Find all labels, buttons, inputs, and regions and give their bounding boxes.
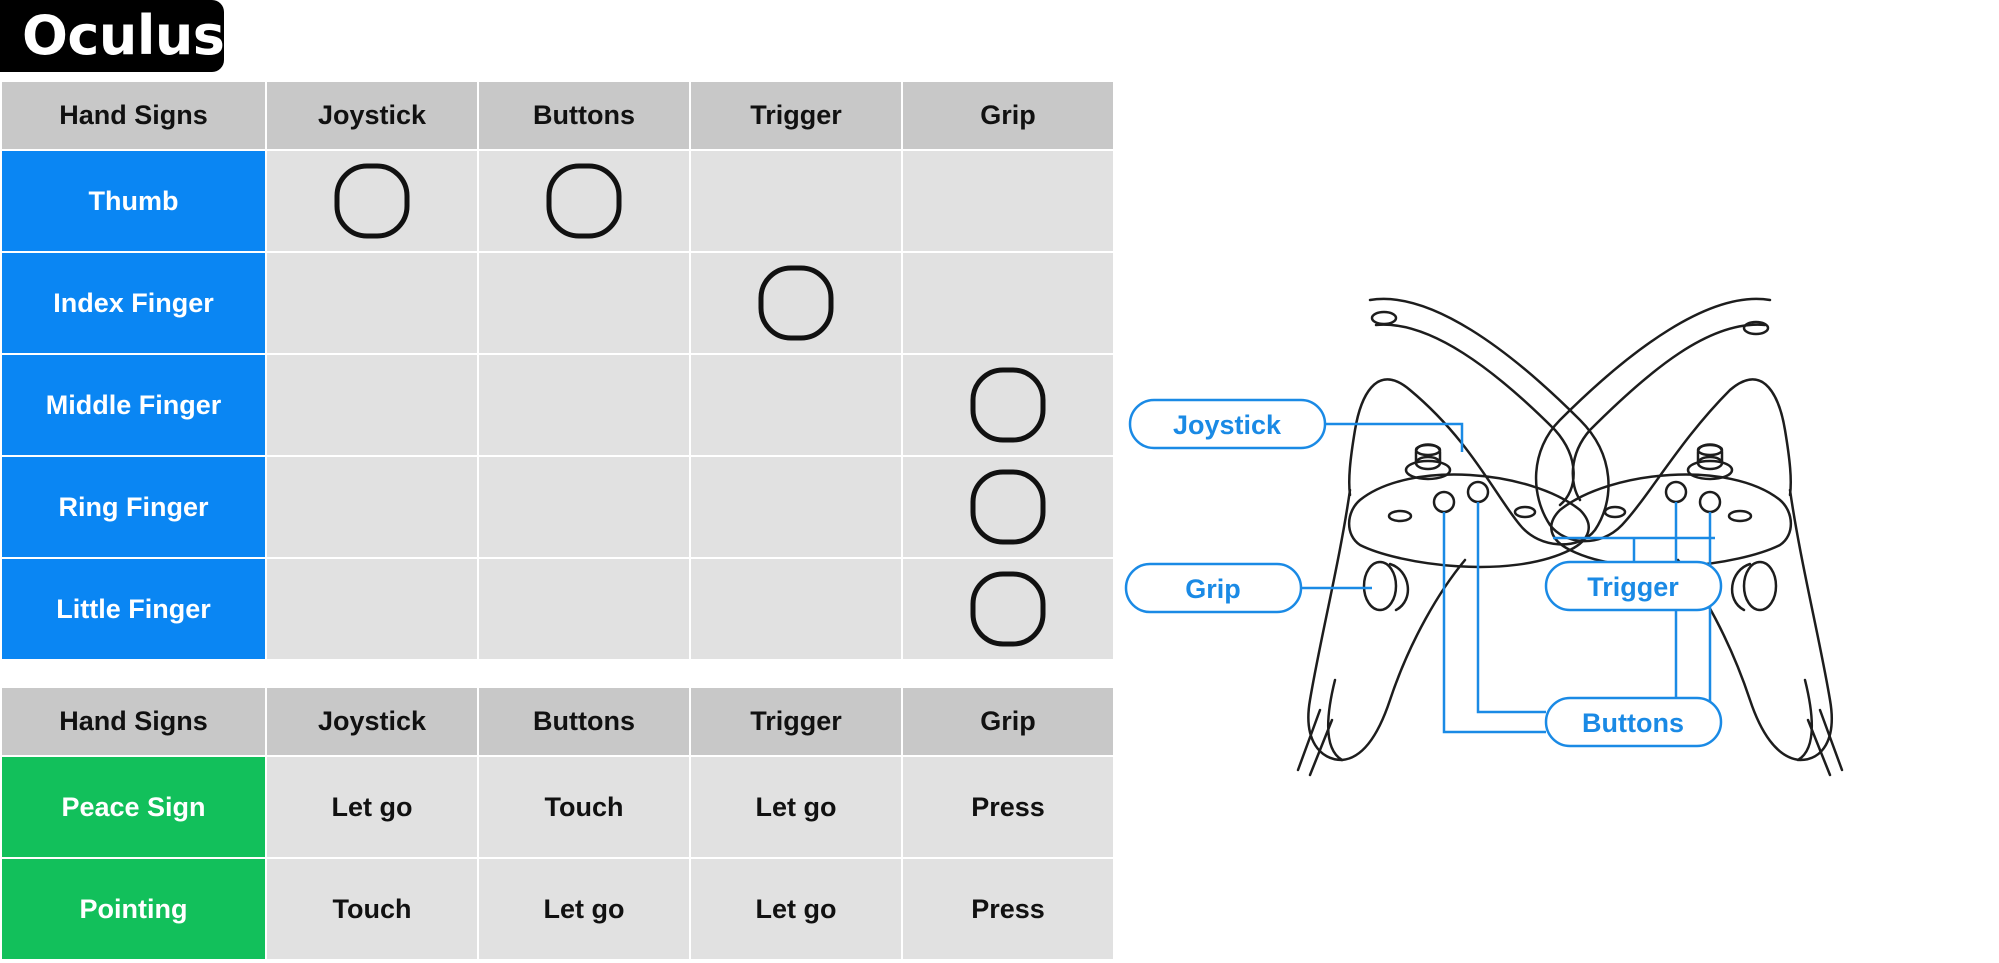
row-label: Index Finger: [0, 251, 267, 355]
column-header: Grip: [901, 686, 1115, 757]
circle-mark: [758, 265, 834, 341]
grip-label: Grip: [1185, 574, 1241, 604]
table-cell: [689, 353, 903, 457]
table-row: Thumb: [0, 149, 1115, 253]
table-cell: Let go: [689, 755, 903, 859]
table-cell: [477, 353, 691, 457]
table-cell: Press: [901, 857, 1115, 961]
table-row: Index Finger: [0, 251, 1115, 355]
row-label: Little Finger: [0, 557, 267, 661]
table-cell: [265, 149, 479, 253]
table-cell: [477, 149, 691, 253]
table-header-row: Hand Signs Joystick Buttons Trigger Grip: [0, 80, 1115, 151]
row-label: Pointing: [0, 857, 267, 961]
table-row: Pointing Touch Let go Let go Press: [0, 857, 1115, 961]
table-cell: Press: [901, 755, 1115, 859]
column-header: Joystick: [265, 80, 479, 151]
column-header: Trigger: [689, 686, 903, 757]
controller-diagram: Joystick Grip Trigger Buttons: [1124, 297, 1844, 777]
column-header: Hand Signs: [0, 686, 267, 757]
table-cell: [265, 557, 479, 661]
row-label: Thumb: [0, 149, 267, 253]
trigger-label: Trigger: [1587, 572, 1679, 602]
left-controller-illustration: [1296, 297, 1610, 777]
circle-mark: [334, 163, 410, 239]
circle-mark: [970, 367, 1046, 443]
finger-mapping-table: Hand Signs Joystick Buttons Trigger Grip…: [0, 80, 1115, 661]
table-cell: [901, 455, 1115, 559]
table-cell: Let go: [689, 857, 903, 961]
joystick-label: Joystick: [1173, 410, 1282, 440]
table-cell: [689, 455, 903, 559]
table-row: Peace Sign Let go Touch Let go Press: [0, 755, 1115, 859]
table-cell: [901, 353, 1115, 457]
circle-mark: [970, 571, 1046, 647]
table-cell: [477, 251, 691, 355]
right-controller-illustration: [1534, 297, 1844, 777]
table-cell: Touch: [477, 755, 691, 859]
buttons-label: Buttons: [1582, 708, 1684, 738]
table-cell: [901, 557, 1115, 661]
table-cell: [689, 557, 903, 661]
table-cell: [265, 353, 479, 457]
table-cell: [477, 455, 691, 559]
column-header: Buttons: [477, 686, 691, 757]
table-cell: Let go: [477, 857, 691, 961]
table-row: Ring Finger: [0, 455, 1115, 559]
row-label: Middle Finger: [0, 353, 267, 457]
table-cell: [265, 251, 479, 355]
circle-mark: [970, 469, 1046, 545]
row-label: Ring Finger: [0, 455, 267, 559]
brand-title: Oculus: [0, 0, 225, 72]
row-label: Peace Sign: [0, 755, 267, 859]
column-header: Buttons: [477, 80, 691, 151]
column-header: Hand Signs: [0, 80, 267, 151]
table-cell: Let go: [265, 755, 479, 859]
table-cell: [689, 149, 903, 253]
trigger-callout: Trigger: [1544, 560, 1723, 612]
buttons-callout: Buttons: [1544, 696, 1723, 748]
column-header: Trigger: [689, 80, 903, 151]
table-cell: [689, 251, 903, 355]
table-cell: [477, 557, 691, 661]
table-cell: Touch: [265, 857, 479, 961]
hand-sign-table: Hand Signs Joystick Buttons Trigger Grip…: [0, 686, 1115, 961]
table-row: Little Finger: [0, 557, 1115, 661]
table-cell: [901, 251, 1115, 355]
table-cell: [265, 455, 479, 559]
joystick-callout: Joystick: [1128, 398, 1327, 450]
table-row: Middle Finger: [0, 353, 1115, 457]
grip-callout: Grip: [1124, 562, 1303, 614]
table-header-row: Hand Signs Joystick Buttons Trigger Grip: [0, 686, 1115, 757]
column-header: Joystick: [265, 686, 479, 757]
table-cell: [901, 149, 1115, 253]
circle-mark: [546, 163, 622, 239]
column-header: Grip: [901, 80, 1115, 151]
